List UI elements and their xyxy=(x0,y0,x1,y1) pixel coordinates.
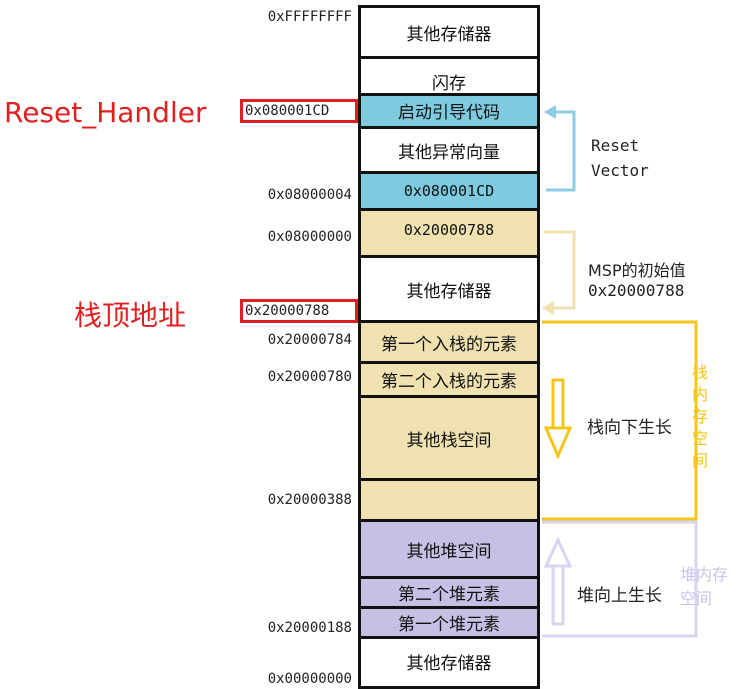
addr-20000784: 0x20000784 xyxy=(267,332,352,348)
stack-memory-char: 内 xyxy=(691,385,708,404)
addr-08000000: 0x08000000 xyxy=(267,229,352,245)
msp-init-value: 0x20000788 xyxy=(588,281,685,300)
cell-other-mem-top: 其他存储器 xyxy=(406,24,492,45)
addr-20000780: 0x20000780 xyxy=(267,369,352,385)
cell-stack-other: 其他栈空间 xyxy=(361,398,537,478)
heap-region-bracket xyxy=(542,520,698,638)
separator xyxy=(361,255,537,258)
cell-stack-second: 第二个入栈的元素 xyxy=(361,364,537,395)
reset-vector-arrowhead xyxy=(544,105,556,119)
left-background xyxy=(0,0,232,689)
msp-bracket xyxy=(544,230,576,310)
stack-memory-char: 存 xyxy=(691,407,708,426)
memory-column-border xyxy=(358,5,540,689)
cell-boot-code: 启动引导代码 xyxy=(361,95,537,126)
stack-memory-char: 间 xyxy=(691,451,708,470)
msp-arrowhead xyxy=(542,301,554,315)
stack-memory-char: 空 xyxy=(691,429,708,448)
reset-vector-label-1: Reset xyxy=(591,136,640,155)
cell-msp-value: 0x20000788 xyxy=(361,211,537,255)
heap-memory-label-1: 堆内存 xyxy=(680,565,729,584)
separator xyxy=(361,395,537,398)
addr-zero: 0x00000000 xyxy=(267,671,352,687)
separator xyxy=(361,576,537,579)
separator xyxy=(361,478,537,481)
separator xyxy=(361,171,537,174)
cell-heap-second: 第二个堆元素 xyxy=(361,579,537,606)
stack-grow-label: 栈向下生长 xyxy=(587,418,672,438)
addr-20000388: 0x20000388 xyxy=(267,492,352,508)
cell-heap-other: 其他堆空间 xyxy=(361,522,537,576)
separator xyxy=(361,636,537,639)
cell-stack-first: 第一个入栈的元素 xyxy=(361,323,537,361)
separator xyxy=(361,56,537,59)
heap-grow-label: 堆向上生长 xyxy=(577,586,662,606)
separator xyxy=(361,208,537,211)
stack-top-label: 栈顶地址 xyxy=(74,299,187,332)
separator xyxy=(361,126,537,129)
cell-reset-vector: 0x080001CD xyxy=(361,174,537,208)
addr-reset-handler: 0x080001CD xyxy=(240,99,358,123)
addr-08000004: 0x08000004 xyxy=(267,187,352,203)
stack-down-arrow-shaft xyxy=(551,378,565,430)
separator xyxy=(361,361,537,364)
msp-init-label: MSP的初始值 xyxy=(588,261,686,280)
reset-vector-label-2: Vector xyxy=(591,161,649,180)
stack-down-arrow-head xyxy=(543,426,573,460)
heap-up-arrow-shaft xyxy=(551,564,565,626)
cell-flash-label: 闪存 xyxy=(432,74,466,94)
cell-other-vectors: 其他异常向量 xyxy=(398,142,500,163)
addr-top: 0xFFFFFFFF xyxy=(267,9,352,25)
addr-stack-top: 0x20000788 xyxy=(240,299,358,323)
reset-handler-label: Reset_Handler xyxy=(4,96,207,129)
reset-vector-bracket xyxy=(546,110,576,192)
stack-region-bracket xyxy=(542,320,698,521)
cell-stack-bottom xyxy=(361,481,537,519)
separator xyxy=(361,606,537,609)
heap-up-arrow-head xyxy=(543,536,573,568)
separator xyxy=(361,519,537,522)
separator xyxy=(361,320,537,323)
heap-memory-label-2: 空间 xyxy=(680,589,713,608)
cell-heap-first: 第一个堆元素 xyxy=(361,609,537,636)
stack-memory-char: 栈 xyxy=(691,363,708,382)
stack-memory-vertical-label: 栈 内 存 空 间 xyxy=(689,362,711,472)
cell-other-mem-bottom: 其他存储器 xyxy=(406,653,492,674)
addr-20000188: 0x20000188 xyxy=(267,620,352,636)
cell-other-mem-mid: 其他存储器 xyxy=(406,281,492,302)
separator xyxy=(361,93,537,96)
